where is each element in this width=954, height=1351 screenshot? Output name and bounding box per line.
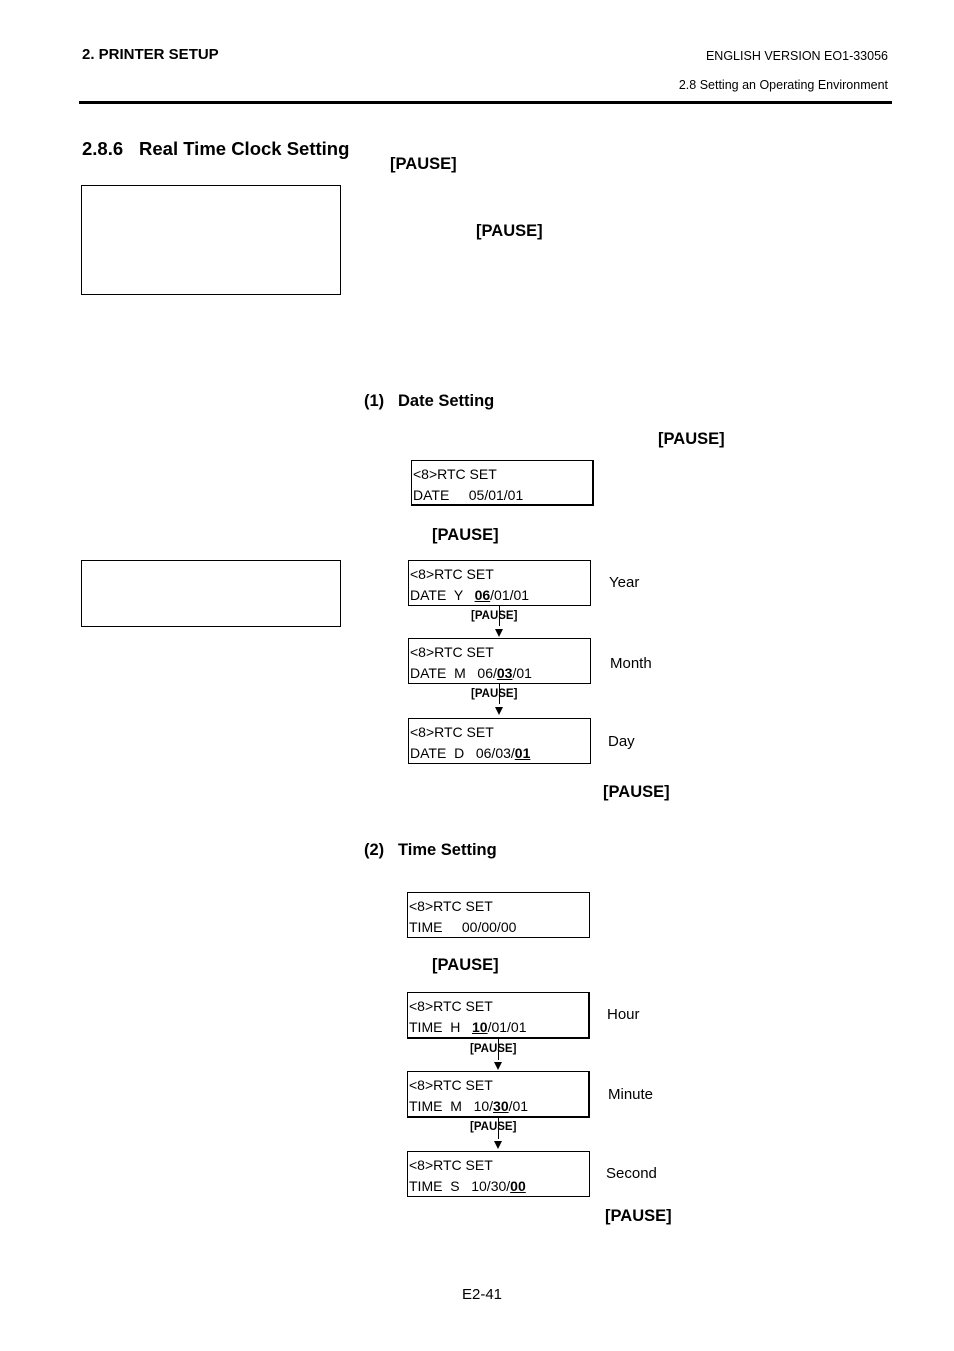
- pause-key-label: [PAUSE]: [476, 222, 543, 240]
- subsection-label: 2.8 Setting an Operating Environment: [678, 78, 888, 92]
- lcd-line2: TIME S 10/30/00: [409, 1176, 589, 1197]
- step-label-day: Day: [608, 733, 635, 750]
- arrow-pause-label: [PAUSE]: [471, 688, 518, 700]
- section-title: 2.8.6 Real Time Clock Setting: [82, 138, 349, 160]
- lcd-display-time-minute: <8>RTC SET TIME M 10/30/01: [407, 1071, 590, 1118]
- lcd-prefix: TIME S: [409, 1178, 472, 1194]
- lcd-prefix: DATE M: [410, 665, 478, 681]
- lcd-highlight: 03: [496, 665, 513, 681]
- flow-arrow: [499, 606, 500, 626]
- date-setting-title: Date Setting: [398, 392, 495, 410]
- pause-key-label: [PAUSE]: [603, 783, 670, 801]
- time-setting-number: (2): [364, 841, 385, 859]
- pause-key-label: [PAUSE]: [658, 430, 725, 448]
- arrow-pause-label: [PAUSE]: [471, 610, 518, 622]
- lcd-prefix: TIME M: [409, 1098, 474, 1114]
- pause-key-label: [PAUSE]: [390, 155, 457, 173]
- lcd-highlight: 30: [493, 1098, 509, 1114]
- lcd-before: 10/: [473, 1098, 494, 1114]
- lcd-display-date-month: <8>RTC SET DATE M 06/03/01: [408, 638, 591, 684]
- arrow-down-icon: [494, 1062, 502, 1070]
- lcd-line2: DATE Y 06/01/01: [410, 585, 590, 606]
- flow-arrow: [498, 1118, 499, 1139]
- step-label-hour: Hour: [607, 1006, 640, 1023]
- lcd-suffix: /01/01: [487, 1019, 527, 1035]
- arrow-down-icon: [495, 707, 503, 715]
- step-label-minute: Minute: [608, 1086, 654, 1103]
- arrow-down-icon: [494, 1141, 502, 1149]
- lcd-display-date-year: <8>RTC SET DATE Y 06/01/01: [408, 560, 591, 606]
- lcd-suffix: /01: [512, 665, 532, 681]
- lcd-line2: TIME 00/00/00: [409, 919, 517, 935]
- date-setting-heading: (1) Date Setting: [364, 392, 494, 411]
- time-setting-title: Time Setting: [398, 841, 497, 859]
- lcd-line1: <8>RTC SET: [410, 644, 494, 660]
- lcd-line2: DATE M 06/03/01: [410, 663, 590, 684]
- lcd-line1: <8>RTC SET: [409, 1077, 493, 1093]
- pause-key-label: [PAUSE]: [432, 956, 499, 974]
- note-box: [81, 560, 341, 627]
- lcd-before: 10/30/: [471, 1178, 511, 1194]
- section-title-text: Real Time Clock Setting: [139, 138, 350, 159]
- lcd-highlight: 00: [510, 1178, 526, 1194]
- section-number: 2.8.6: [82, 138, 124, 159]
- lcd-line1: <8>RTC SET: [409, 898, 493, 914]
- lcd-highlight: 01: [514, 745, 531, 761]
- step-label-second: Second: [606, 1165, 657, 1182]
- arrow-down-icon: [495, 629, 503, 637]
- lcd-line2: DATE 05/01/01: [413, 487, 524, 503]
- flow-arrow: [499, 684, 500, 704]
- lcd-line2: TIME H 10/01/01: [409, 1017, 588, 1038]
- lcd-suffix: /01/01: [490, 587, 530, 603]
- lcd-suffix: /01: [508, 1098, 529, 1114]
- lcd-line2: DATE D 06/03/01: [410, 743, 590, 764]
- lcd-display-date-initial: <8>RTC SET DATE 05/01/01: [411, 460, 594, 506]
- lcd-line1: <8>RTC SET: [413, 466, 497, 482]
- arrow-pause-label: [PAUSE]: [470, 1121, 517, 1133]
- lcd-prefix: DATE D: [410, 745, 476, 761]
- step-label-month: Month: [610, 655, 652, 672]
- lcd-before: 06/: [477, 665, 497, 681]
- lcd-prefix: DATE Y: [410, 587, 475, 603]
- lcd-highlight: 10: [472, 1019, 488, 1035]
- lcd-display-time-initial: <8>RTC SET TIME 00/00/00: [407, 892, 590, 938]
- time-setting-heading: (2) Time Setting: [364, 841, 497, 860]
- flow-arrow: [498, 1039, 499, 1060]
- lcd-line2: TIME M 10/30/01: [409, 1096, 588, 1117]
- page-number: E2-41: [462, 1286, 503, 1303]
- lcd-line1: <8>RTC SET: [409, 998, 493, 1014]
- version-label: ENGLISH VERSION EO1-33056: [705, 49, 888, 63]
- lcd-display-time-second: <8>RTC SET TIME S 10/30/00: [407, 1151, 590, 1197]
- arrow-pause-label: [PAUSE]: [470, 1043, 517, 1055]
- chapter-heading: 2. PRINTER SETUP: [82, 46, 219, 63]
- lcd-highlight: 06: [474, 587, 491, 603]
- lcd-line1: <8>RTC SET: [409, 1157, 493, 1173]
- note-box: [81, 185, 341, 295]
- step-label-year: Year: [609, 574, 640, 591]
- lcd-display-time-hour: <8>RTC SET TIME H 10/01/01: [407, 992, 590, 1039]
- lcd-line1: <8>RTC SET: [410, 566, 494, 582]
- pause-key-label: [PAUSE]: [605, 1207, 672, 1225]
- pause-key-label: [PAUSE]: [432, 526, 499, 544]
- lcd-display-date-day: <8>RTC SET DATE D 06/03/01: [408, 718, 591, 764]
- date-setting-number: (1): [364, 392, 385, 410]
- lcd-line1: <8>RTC SET: [410, 724, 494, 740]
- lcd-before: 06/03/: [475, 745, 515, 761]
- lcd-prefix: TIME H: [409, 1019, 472, 1035]
- header-rule: [79, 101, 892, 104]
